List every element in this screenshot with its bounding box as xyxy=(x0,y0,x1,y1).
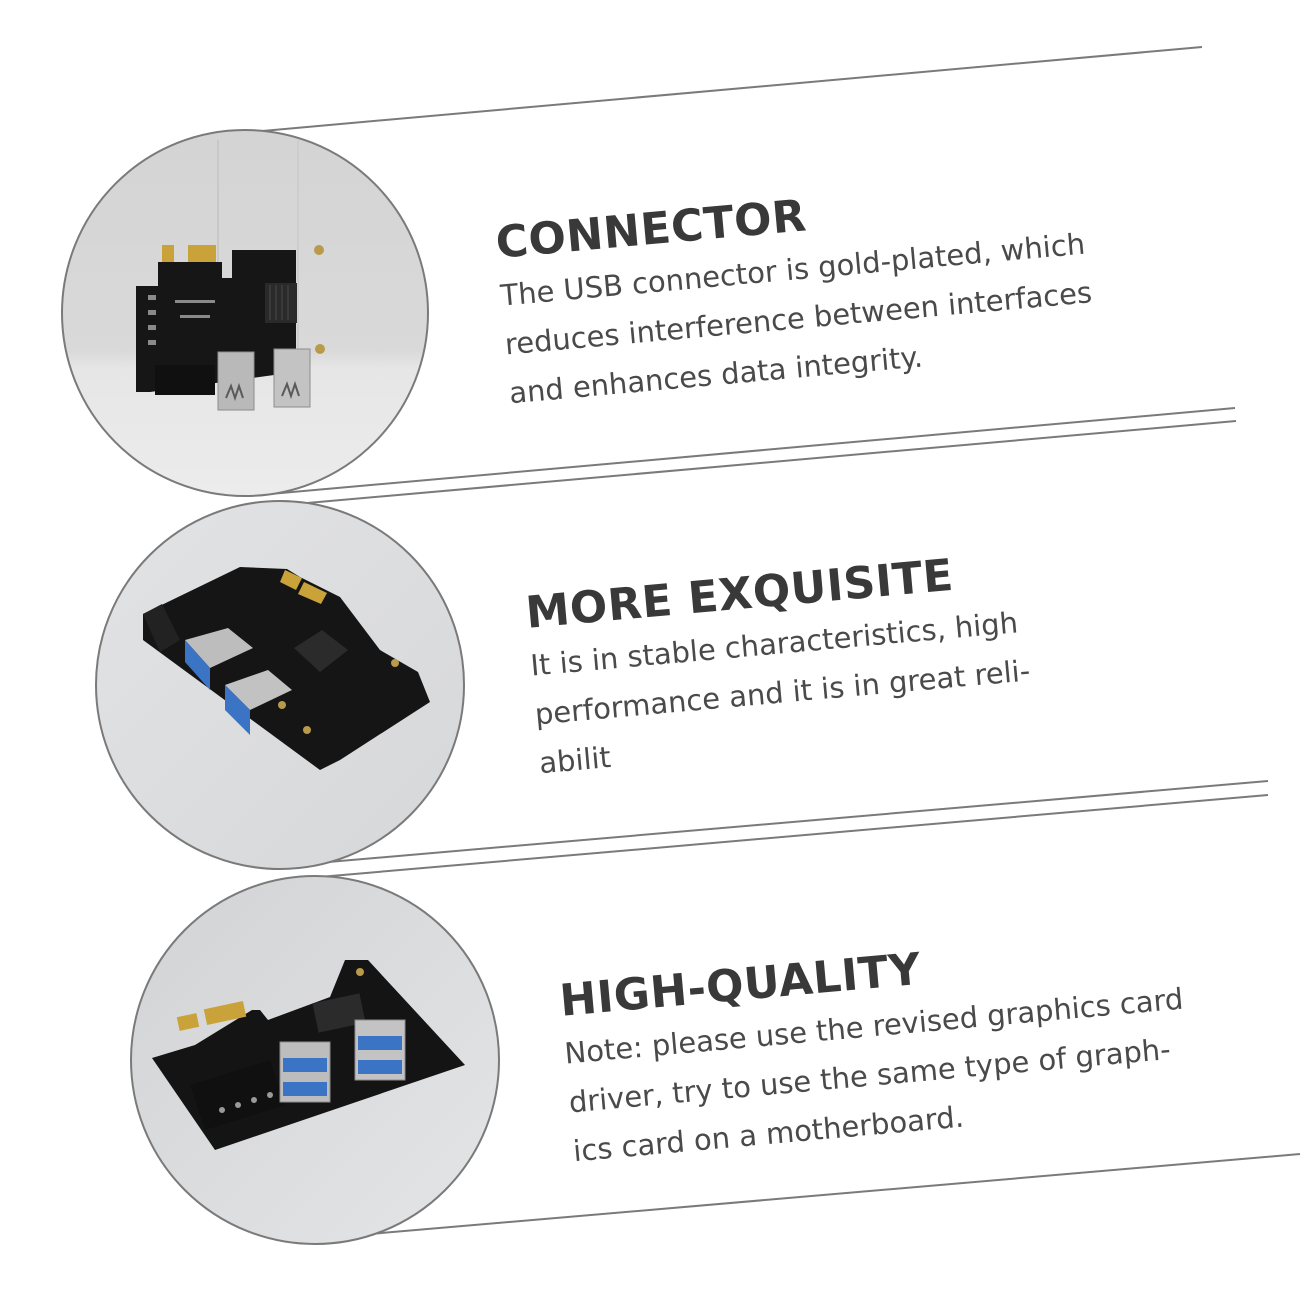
separator-line-1b xyxy=(261,420,1237,508)
product-photo-2 xyxy=(95,500,465,870)
separator-lines xyxy=(239,46,1301,1238)
photo-2-border xyxy=(95,500,465,870)
separator-line-top xyxy=(239,46,1203,134)
separator-line-bottom xyxy=(334,1153,1301,1238)
product-photo-3 xyxy=(130,875,500,1245)
separator-line-2a xyxy=(304,780,1269,865)
photo-1-border xyxy=(61,129,429,497)
separator-line-1a xyxy=(269,407,1236,495)
photo-3-border xyxy=(130,875,500,1245)
product-photo-1 xyxy=(61,129,429,497)
separator-line-2b xyxy=(295,794,1269,880)
